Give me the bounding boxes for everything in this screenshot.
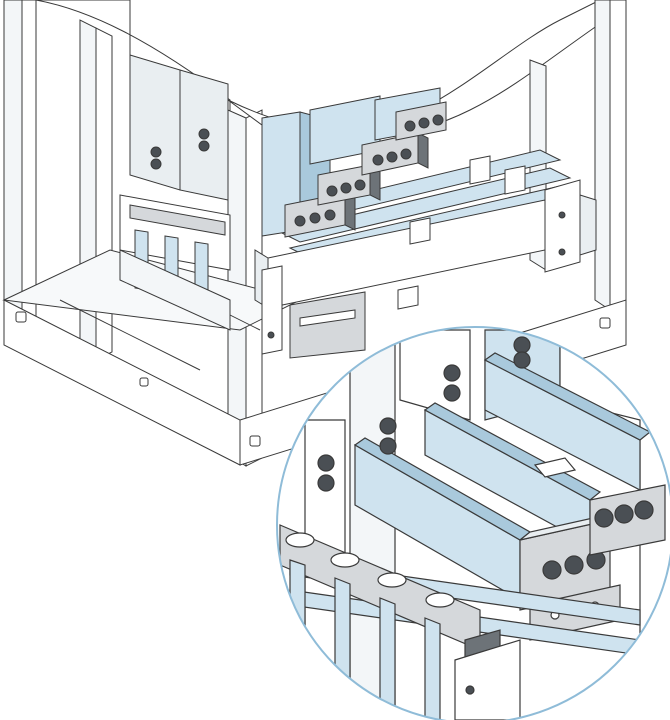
bolt-icon bbox=[150, 146, 162, 158]
bolt-icon bbox=[150, 158, 162, 170]
bolt-icon bbox=[432, 114, 444, 126]
bolt-icon bbox=[317, 474, 335, 492]
busbar-clamp bbox=[361, 132, 429, 176]
busbar-clamp-group bbox=[284, 101, 526, 310]
bolt-icon bbox=[324, 209, 336, 221]
bolt-icon bbox=[513, 336, 531, 354]
bolt-icon bbox=[198, 128, 210, 140]
magnifier-ring bbox=[276, 326, 670, 720]
bolt-icon bbox=[379, 437, 397, 455]
bolt-icon bbox=[564, 555, 584, 575]
busbar-clamp bbox=[317, 164, 381, 206]
bolt-icon bbox=[309, 212, 321, 224]
bolt-icon bbox=[379, 417, 397, 435]
bolt-icon bbox=[513, 351, 531, 369]
busbar-system bbox=[119, 87, 597, 359]
busbar-clamp bbox=[589, 484, 666, 556]
bolt-icon bbox=[354, 179, 366, 191]
bolt-icon bbox=[418, 117, 430, 129]
bolt-icon bbox=[386, 151, 398, 163]
bolt-icon bbox=[443, 384, 461, 402]
bolt-icon bbox=[594, 508, 614, 528]
busbar-clamp bbox=[395, 101, 447, 141]
bolt-icon bbox=[317, 454, 335, 472]
bolt-icon bbox=[634, 500, 654, 520]
bolt-icon bbox=[443, 364, 461, 382]
bolt-icon bbox=[400, 148, 412, 160]
bolt-icon bbox=[542, 560, 562, 580]
bolt-icon bbox=[198, 140, 210, 152]
bolt-icon bbox=[404, 120, 416, 132]
busbar-clamp bbox=[284, 192, 356, 238]
bolt-icon bbox=[340, 182, 352, 194]
bolt-icon bbox=[326, 185, 338, 197]
bolt-icon bbox=[372, 154, 384, 166]
bolt-icon bbox=[614, 504, 634, 524]
magnified-detail bbox=[276, 326, 670, 720]
bolt-icon bbox=[294, 215, 306, 227]
